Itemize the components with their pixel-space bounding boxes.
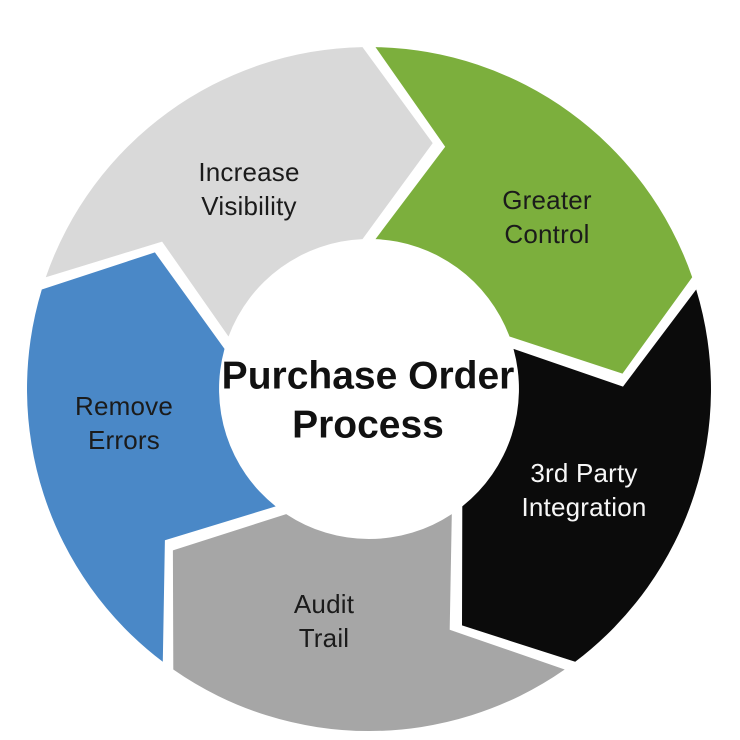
center-title-line1: Purchase Order [221,354,515,398]
label-line: Integration [521,492,647,522]
label-line: Increase [198,157,300,188]
segment-increase-visibility-arrow [45,47,433,337]
label-increase-visibility: Increase Visibility [198,156,299,224]
label-line: Trail [298,623,350,653]
center-title-line2: Process [292,403,444,446]
segment-third-party-integration-arrow [462,289,711,662]
segment-greater-control-arrow [375,47,693,374]
label-remove-errors: Remove Errors [75,390,173,458]
label-third-party-integration: 3rd Party Integration [521,457,646,525]
label-line: 3rd Party [530,458,638,489]
center-title: Purchase Order Process [222,352,515,450]
label-greater-control: Greater Control [502,184,592,252]
segment-audit-trail-arrow [172,514,565,732]
label-audit-trail: Audit Trail [294,588,354,656]
label-line: Greater [502,185,592,216]
segment-remove-errors-arrow [27,252,276,662]
label-line: Audit [293,589,355,620]
label-line: Control [504,219,590,249]
label-line: Errors [88,425,160,455]
label-line: Visibility [201,191,297,221]
label-line: Remove [74,391,174,422]
